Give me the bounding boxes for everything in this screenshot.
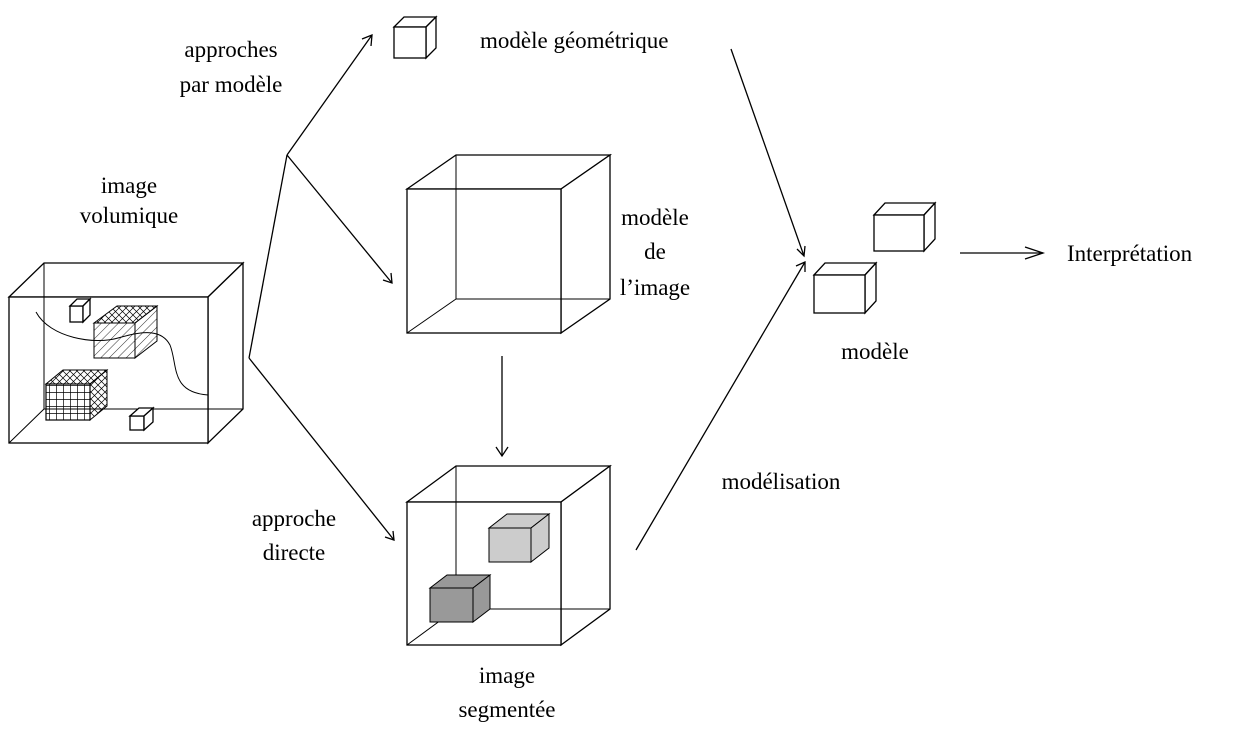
label-modelisation: modélisation <box>722 469 841 494</box>
hatched-cube <box>92 304 159 360</box>
result-cube-lower <box>812 261 878 315</box>
image-model-cube <box>404 153 613 335</box>
arrows <box>248 34 1046 551</box>
dark-gray-segment <box>428 573 492 624</box>
label-par-modele: par modèle <box>180 72 283 97</box>
arrow-geometric-to-result <box>730 48 805 257</box>
label-approches: approches <box>184 37 277 62</box>
label-interpretation: Interprétation <box>1067 241 1193 266</box>
arrow-modelisation <box>635 261 806 551</box>
label-modele-geometrique: modèle géométrique <box>480 28 668 53</box>
label-volumique: volumique <box>80 203 178 228</box>
geometric-model-cube <box>392 15 438 60</box>
connector-line <box>248 154 288 359</box>
label-directe: directe <box>263 540 326 565</box>
label-image: image <box>101 173 157 198</box>
small-box-1 <box>68 297 92 324</box>
arrow-to-geometric-model <box>286 34 373 156</box>
result-model-cubes <box>812 201 937 315</box>
label-approche: approche <box>252 506 336 531</box>
volumic-image-cube <box>7 261 245 445</box>
light-gray-segment <box>487 512 551 564</box>
small-box-2 <box>128 406 155 432</box>
arrow-to-segmented-image <box>248 357 395 541</box>
label-modele-1: modèle <box>621 205 689 230</box>
label-limage: l’image <box>620 275 690 300</box>
label-image-seg: image <box>479 663 535 688</box>
label-de: de <box>644 239 666 264</box>
label-modele-result: modèle <box>841 339 909 364</box>
arrow-to-image-model <box>286 154 393 284</box>
result-cube-upper <box>872 201 937 253</box>
grid-cube <box>44 368 109 422</box>
segmented-image-cube <box>405 464 612 647</box>
label-segmentee: segmentée <box>458 697 555 722</box>
